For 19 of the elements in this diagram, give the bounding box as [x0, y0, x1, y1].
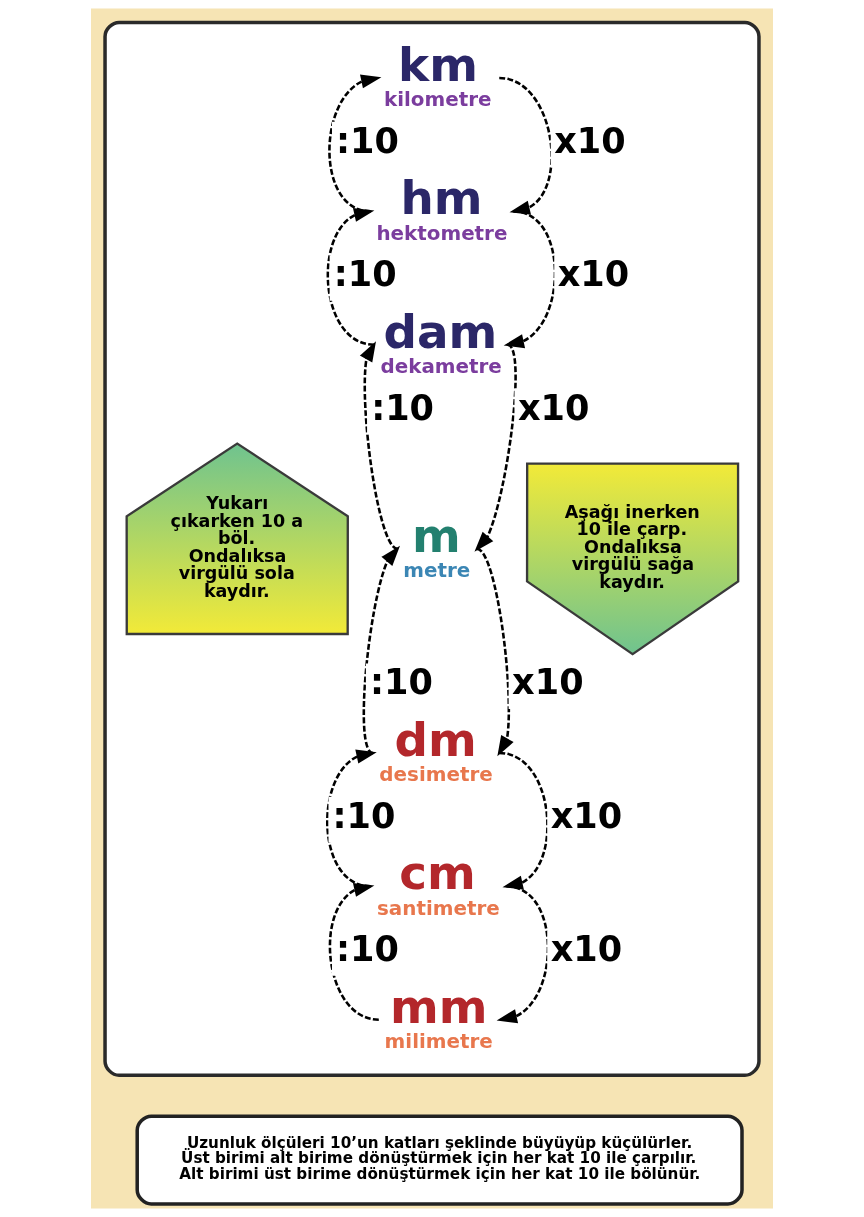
edge-label: :10 [370, 661, 433, 703]
node-text: m metre [403, 508, 471, 583]
node-text: hm hektometre [376, 171, 508, 245]
edge-label: x10 [517, 386, 590, 428]
edge-label: :10 [336, 928, 399, 970]
edge-label: :10 [332, 794, 396, 836]
edge-label: x10 [554, 119, 626, 161]
edge-label: x10 [550, 928, 623, 970]
edge-label: :10 [336, 119, 399, 161]
node-text: dam dekametre [380, 304, 502, 378]
node-text: cm santimetre [377, 846, 500, 920]
edge-label: x10 [550, 794, 623, 836]
node-text: dm desimetre [379, 712, 493, 787]
node-text: mm milimetre [384, 979, 493, 1053]
edge-label: :10 [333, 253, 397, 295]
edge-label: x10 [512, 661, 584, 703]
node-text: km kilometre [384, 37, 492, 112]
edge-label: :10 [371, 386, 435, 428]
edge-label: x10 [557, 253, 630, 295]
